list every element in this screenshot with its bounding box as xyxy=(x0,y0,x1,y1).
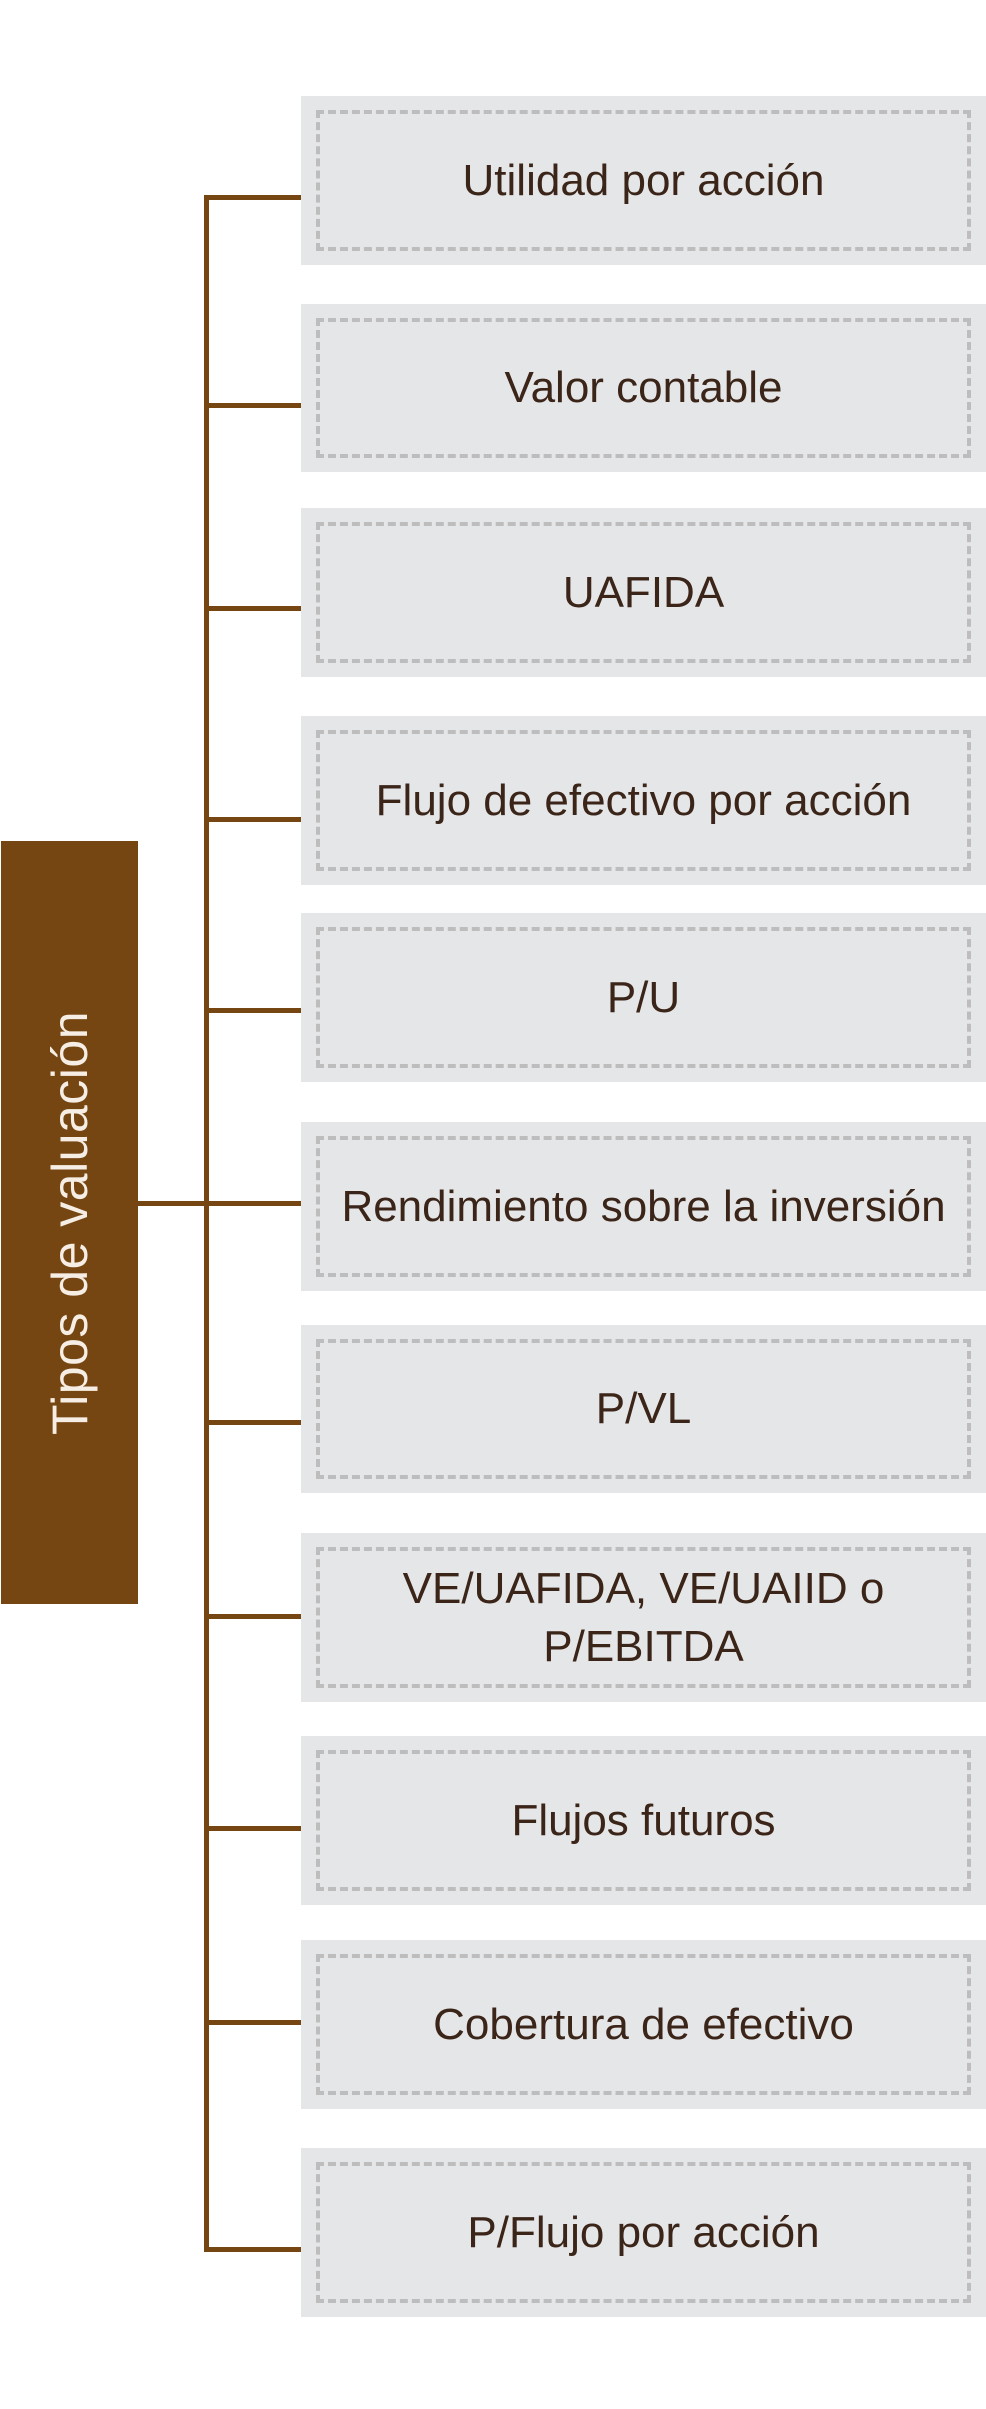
node-cobertura-efectivo: Cobertura de efectivo xyxy=(301,1940,986,2109)
node-p-u: P/U xyxy=(301,913,986,1082)
node-label: Cobertura de efectivo xyxy=(433,1999,854,2049)
branch-connector xyxy=(206,1201,301,1206)
trunk-line xyxy=(204,195,209,2252)
branch-connector xyxy=(206,195,301,200)
node-label: Flujos futuros xyxy=(511,1795,776,1845)
node-label: Utilidad por acción xyxy=(462,155,825,205)
node-valor-contable: Valor contable xyxy=(301,304,986,472)
node-label: P/Flujo por acción xyxy=(467,2207,820,2257)
node-flujo-efectivo-por-accion: Flujo de efectivo por acción xyxy=(301,716,986,885)
node-utilidad-por-accion: Utilidad por acción xyxy=(301,96,986,265)
branch-connector xyxy=(206,1614,301,1619)
branch-connector xyxy=(206,606,301,611)
node-label: P/VL xyxy=(595,1384,692,1433)
node-rendimiento-inversion: Rendimiento sobre la inversión xyxy=(301,1122,986,1291)
node-label: UAFIDA xyxy=(562,567,725,617)
branch-connector xyxy=(206,403,301,408)
root-connector xyxy=(138,1201,206,1206)
node-p-vl: P/VL xyxy=(301,1325,986,1493)
branch-connector xyxy=(206,1008,301,1013)
branch-connector xyxy=(206,2247,301,2252)
node-label: Rendimiento sobre la inversión xyxy=(341,1181,946,1231)
node-label: P/U xyxy=(606,972,681,1022)
branch-connector xyxy=(206,817,301,822)
root-label: Tipos de valuación xyxy=(41,1010,98,1435)
node-p-flujo-por-accion: P/Flujo por acción xyxy=(301,2148,986,2317)
node-label: Valor contable xyxy=(504,363,783,412)
node-label: VE/UAFIDA, VE/UAIID o P/EBITDA xyxy=(402,1563,885,1671)
root-node: Tipos de valuación xyxy=(1,841,138,1604)
branch-connector xyxy=(206,1420,301,1425)
node-label: Flujo de efectivo por acción xyxy=(375,775,912,825)
node-uafida: UAFIDA xyxy=(301,508,986,677)
node-ve-uafida: VE/UAFIDA, VE/UAIID o P/EBITDA xyxy=(301,1533,986,1702)
branch-connector xyxy=(206,2020,301,2025)
branch-connector xyxy=(206,1826,301,1831)
node-flujos-futuros: Flujos futuros xyxy=(301,1736,986,1905)
